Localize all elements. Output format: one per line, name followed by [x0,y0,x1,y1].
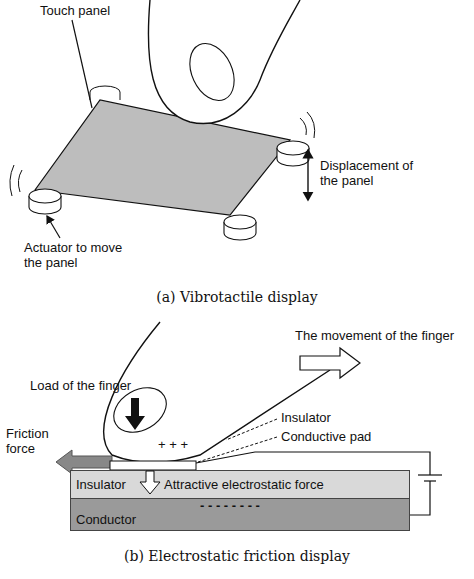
load-arrow [125,398,145,430]
part-label: Friction force [6,426,56,456]
leader-line [72,20,92,108]
part-label: Load of the finger [30,378,131,393]
movement-arrow [300,348,360,378]
leader-arrow [47,216,60,238]
part-label: The movement of the finger [295,328,454,343]
part-label: Insulator [281,410,331,425]
force-label: Attractive electrostatic force [164,477,324,492]
figure-caption: (b) Electrostatic friction display [0,549,474,564]
vibration-marks [10,112,315,196]
part-label: Actuator to move the panel [24,240,134,270]
part-label: Touch panel [40,3,110,18]
subfigure-caption: (a) Vibrotactile display [0,290,474,305]
part-label: Displacement of the panel [320,158,430,188]
actuator-back [90,86,120,100]
finger [148,0,300,124]
charge-signs: + + + [158,437,188,452]
actuators [29,141,309,240]
part-label: Conductive pad [281,429,371,444]
layer-label: Insulator [76,477,126,492]
layer-label: Conductor [76,512,136,527]
charge-signs: - - - - - - - - [200,498,260,513]
conductive-pad [110,461,196,470]
attractive-force-arrow [140,471,160,494]
touch-panel [35,100,290,215]
displacement-arrow [307,150,308,200]
fingernail [181,36,243,107]
